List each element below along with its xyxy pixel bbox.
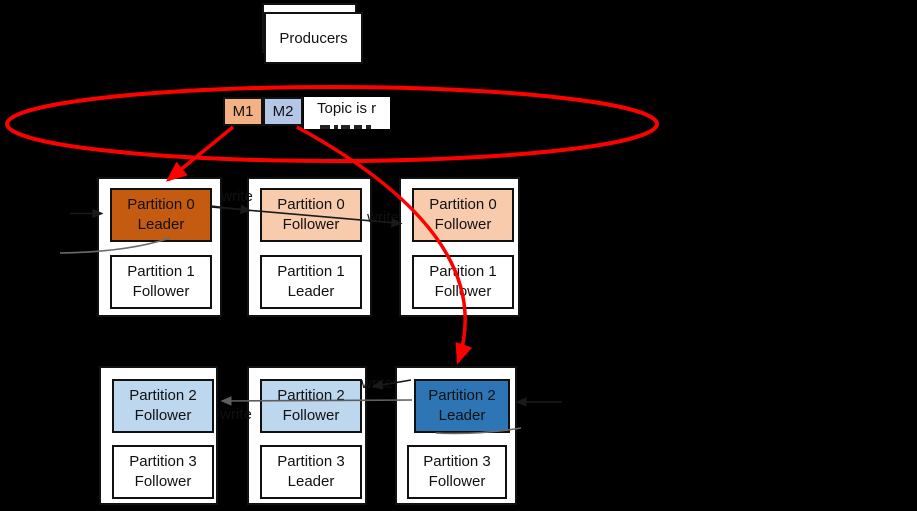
partition-label-line2: Follower: [428, 473, 486, 490]
partition-label-line1: Partition 2: [277, 387, 345, 404]
broker-4: Partition 2 Follower Partition 3 Followe…: [99, 366, 218, 505]
partition-label-line1: Partition 0: [277, 196, 345, 213]
partition-label-line2: Follower: [282, 407, 340, 424]
partition-label-line1: Partition 1: [127, 263, 195, 280]
clipped-text-stub: [334, 125, 338, 129]
clipped-text-stub: [366, 125, 371, 129]
partition-label-line1: Partition 3: [423, 453, 491, 470]
partition-label-line2: Follower: [134, 473, 192, 490]
partition-label-line2: Leader: [438, 407, 486, 424]
partition-label-line1: Partition 0: [127, 196, 195, 213]
partition-label-line1: Partition 3: [277, 453, 345, 470]
partition-1-follower-box: Partition 1 Follower: [110, 255, 212, 309]
write-label: write: [220, 406, 252, 423]
partition-1-follower-box: Partition 1 Follower: [412, 255, 514, 309]
message-m1-label: M1: [232, 103, 254, 120]
topic-note-box: Topic is r: [304, 97, 390, 129]
partition-label-line2: Leader: [137, 216, 185, 233]
partition-3-follower-box: Partition 3 Follower: [112, 445, 214, 499]
partition-label-line1: Partition 2: [129, 387, 197, 404]
broker-6: Partition 2 Leader Partition 3 Follower: [395, 366, 517, 505]
broker-2: Partition 0 Follower Partition 1 Leader: [247, 177, 372, 317]
producers-label: Producers: [279, 29, 348, 47]
partition-0-leader-box: Partition 0 Leader: [110, 188, 212, 242]
partition-label-line2: Follower: [434, 283, 492, 300]
partition-label-line2: Leader: [287, 473, 335, 490]
partition-0-follower-box: Partition 0 Follower: [412, 188, 514, 242]
clipped-text-stub: [341, 125, 350, 129]
broker-5: Partition 2 Follower Partition 3 Leader: [247, 366, 367, 505]
clipped-text-stub: [354, 125, 362, 129]
broker-1: Partition 0 Leader Partition 1 Follower: [97, 177, 222, 317]
message-m2-box: M2: [263, 97, 303, 126]
partition-3-leader-box: Partition 3 Leader: [260, 445, 362, 499]
partition-label-line2: Follower: [282, 216, 340, 233]
topic-note-text: Topic is r: [317, 100, 377, 117]
broker-3: Partition 0 Follower Partition 1 Followe…: [399, 177, 520, 317]
partition-0-follower-box: Partition 0 Follower: [260, 188, 362, 242]
partition-3-follower-box: Partition 3 Follower: [407, 445, 507, 499]
red-arrow-m1-to-partition0-leader: [165, 125, 235, 182]
message-m2-label: M2: [272, 103, 294, 120]
partition-label-line1: Partition 3: [129, 453, 197, 470]
partition-2-follower-box: Partition 2 Follower: [112, 379, 214, 433]
producers-box: Producers: [264, 12, 363, 64]
partition-label-line2: Follower: [434, 216, 492, 233]
partition-label-line2: Follower: [134, 407, 192, 424]
partition-2-follower-box: Partition 2 Follower: [260, 379, 362, 433]
partition-label-line1: Partition 1: [277, 263, 345, 280]
write-label: write: [221, 188, 253, 205]
write-label: write: [367, 209, 399, 226]
partition-label-line2: Follower: [132, 283, 190, 300]
partition-label-line2: Leader: [287, 283, 335, 300]
write-label: write: [361, 375, 393, 392]
partition-1-leader-box: Partition 1 Leader: [260, 255, 362, 309]
clipped-text-stub: [320, 125, 330, 129]
partition-label-line1: Partition 1: [429, 263, 497, 280]
message-m1-box: M1: [223, 97, 263, 126]
partition-label-line1: Partition 0: [429, 196, 497, 213]
partition-label-line1: Partition 2: [428, 387, 496, 404]
partition-2-leader-box: Partition 2 Leader: [414, 379, 510, 433]
